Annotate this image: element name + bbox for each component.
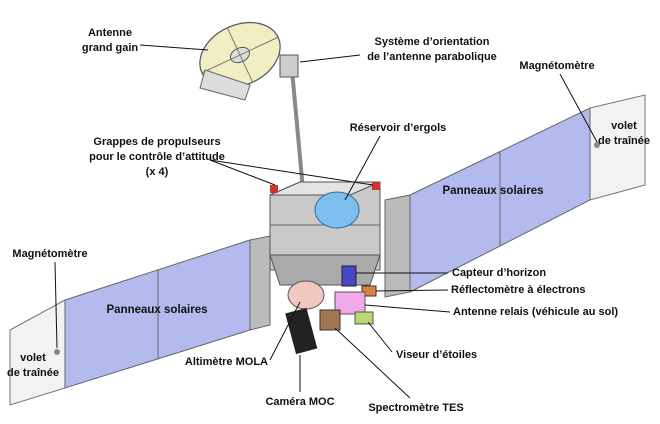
label-mola-altimeter: Altimètre MOLA (184, 356, 268, 368)
high-gain-antenna-dish (199, 21, 281, 89)
leader-lines (54, 44, 598, 399)
label-line: pour le contrôle d’attitude (89, 151, 225, 163)
mola-altimeter (287, 280, 325, 310)
relay-antenna (334, 291, 366, 315)
horizon-sensor (341, 265, 357, 287)
thruster-cluster (372, 182, 380, 190)
label-high-gain-antenna: Antenne grand gain (82, 26, 138, 56)
star-sensor (354, 311, 374, 325)
thruster-cluster (270, 185, 278, 193)
label-line: Grappes de propulseurs (93, 136, 221, 148)
moc-camera (285, 307, 318, 355)
label-line: de traînée (598, 135, 650, 147)
label-line: Système d’orientation (374, 36, 490, 48)
label-solar-panels-left: Panneaux solaires (106, 304, 208, 316)
label-thrusters: Grappes de propulseurs pour le contrôle d… (89, 135, 225, 180)
label-line: de traînée (7, 367, 59, 379)
label-drag-flap-left: volet de traînée (7, 351, 59, 381)
label-line: volet (611, 120, 637, 132)
label-antenna-gimbal: Système d’orientation de l’antenne parabo… (367, 35, 497, 65)
label-tes-spectrometer: Spectromètre TES (368, 402, 464, 414)
label-line: de l’antenne parabolique (367, 51, 497, 63)
label-drag-flap-right: volet de traînée (598, 119, 650, 149)
label-magnetometer-left: Magnétomètre (12, 248, 88, 260)
label-moc-camera: Caméra MOC (265, 396, 335, 408)
label-solar-panels-right: Panneaux solaires (442, 185, 544, 197)
label-relay-antenna: Antenne relais (véhicule au sol) (453, 306, 619, 318)
antenna-boom (290, 69, 305, 191)
label-line: (x 4) (145, 166, 169, 178)
label-electron-reflectometer: Réflectomètre à électrons (451, 284, 586, 296)
label-star-sensor: Viseur d’étoiles (396, 349, 478, 361)
label-horizon-sensor: Capteur d’horizon (452, 267, 547, 279)
label-propellant-tank: Réservoir d’ergols (349, 122, 447, 134)
propellant-tank (314, 191, 360, 229)
label-line: volet (20, 352, 46, 364)
tes-spectrometer (319, 309, 341, 331)
label-magnetometer-right: Magnétomètre (519, 60, 595, 72)
label-line: grand gain (81, 42, 139, 54)
label-line: Antenne (87, 27, 132, 39)
